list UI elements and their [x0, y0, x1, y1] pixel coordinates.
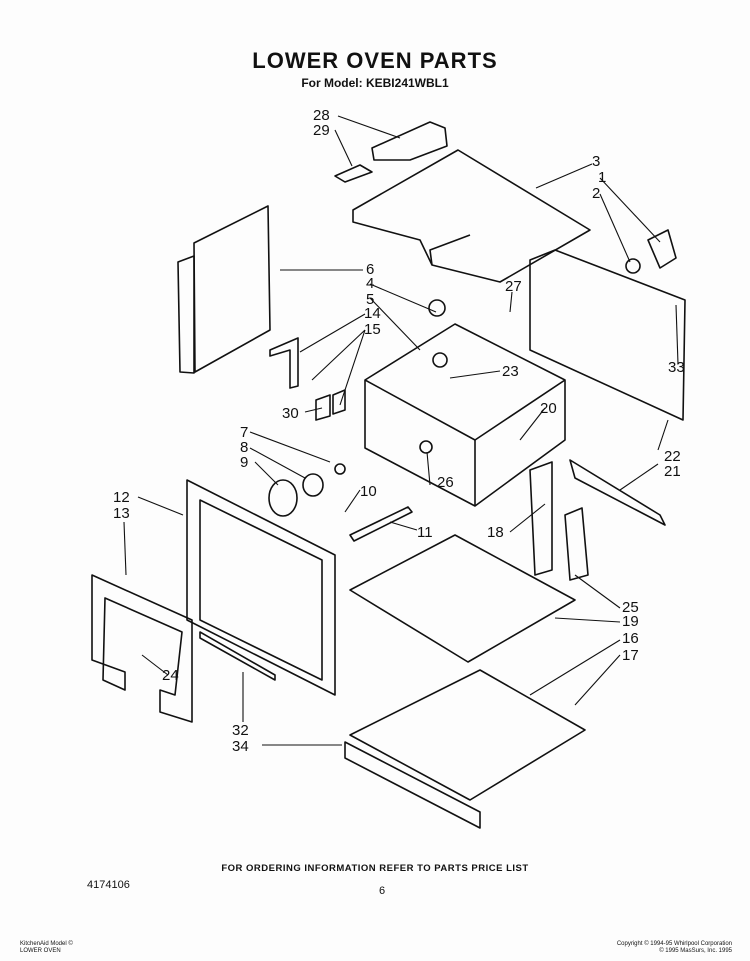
strip-11-drawing: [349, 506, 413, 542]
callout-8: 8: [240, 439, 248, 456]
hinge-18-drawing: [529, 461, 553, 576]
bottom-right-line-1: Copyright © 1994-95 Whirlpool Corporatio…: [616, 941, 732, 947]
callout-13: 13: [113, 505, 130, 522]
grommet-26-drawing: [419, 440, 433, 454]
page-number: 6: [379, 885, 386, 897]
callout-33: 33: [668, 359, 685, 376]
callout-19: 19: [622, 613, 639, 630]
door-frame-drawing: [186, 479, 336, 696]
callout-34: 34: [232, 738, 249, 755]
callout-3: 3: [592, 153, 600, 170]
door-gasket-drawing: [91, 574, 193, 723]
top-panel-drawing: [352, 149, 591, 283]
callout-30: 30: [282, 405, 299, 422]
rail-21-drawing: [569, 459, 666, 526]
callout-9: 9: [240, 454, 248, 471]
grommet-2-drawing: [625, 258, 641, 274]
callout-labels: 1 2 3 4 5 6 7 8 9 10 11 12 13 14 15 16 1…: [113, 107, 685, 755]
bracket-1-drawing: [647, 229, 677, 269]
callout-5: 5: [366, 291, 374, 308]
callout-20: 20: [540, 400, 557, 417]
bracket-14-drawing: [269, 337, 299, 389]
callout-1: 1: [598, 169, 606, 186]
callout-7: 7: [240, 424, 248, 441]
page-title: LOWER OVEN PARTS: [252, 48, 498, 73]
callout-17: 17: [622, 647, 639, 664]
callout-32: 32: [232, 722, 249, 739]
duct-drawing: [371, 121, 448, 161]
oven-cavity-drawing: [364, 323, 566, 507]
callout-26: 26: [437, 474, 454, 491]
callout-2: 2: [592, 185, 600, 202]
callout-11: 11: [417, 524, 433, 541]
switch-15-drawing: [332, 389, 346, 415]
bake-tray-drawing: [349, 534, 576, 663]
model-subtitle: For Model: KEBI241WBL1: [301, 76, 449, 90]
callout-10: 10: [360, 483, 377, 500]
side-panel-left-drawing: [193, 205, 271, 373]
leader-lines: [123, 115, 679, 746]
callout-16: 16: [622, 630, 639, 647]
ordering-note: FOR ORDERING INFORMATION REFER TO PARTS …: [221, 863, 529, 874]
callout-6: 6: [366, 261, 374, 278]
bottom-left-line-1: KitchenAid Model ©: [20, 941, 73, 947]
switch-30-drawing: [315, 394, 331, 421]
bottom-left-line-2: LOWER OVEN: [20, 948, 61, 954]
bottom-right-line-2: © 1995 MasSurs, Inc. 1995: [659, 948, 732, 954]
trim-32-drawing: [199, 631, 276, 681]
callout-14: 14: [364, 305, 381, 322]
bracket-29-drawing: [334, 164, 373, 183]
bottom-panel-drawing: [349, 669, 586, 801]
hinge-25-drawing: [564, 507, 589, 581]
callout-18: 18: [487, 524, 504, 541]
callout-29: 29: [313, 122, 330, 139]
vent-strip-drawing: [344, 741, 481, 829]
callout-23: 23: [502, 363, 519, 380]
back-panel-right-drawing: [529, 249, 686, 421]
callout-25: 25: [622, 599, 639, 616]
callout-12: 12: [113, 489, 130, 506]
callout-24: 24: [162, 667, 179, 684]
callout-15: 15: [364, 321, 381, 338]
callout-21: 21: [664, 463, 681, 480]
callout-22: 22: [664, 448, 681, 465]
callout-28: 28: [313, 107, 330, 124]
callout-27: 27: [505, 278, 522, 295]
document-number: 4174106: [87, 879, 130, 891]
light-lens-drawing: [268, 479, 298, 517]
callout-4: 4: [366, 275, 374, 292]
